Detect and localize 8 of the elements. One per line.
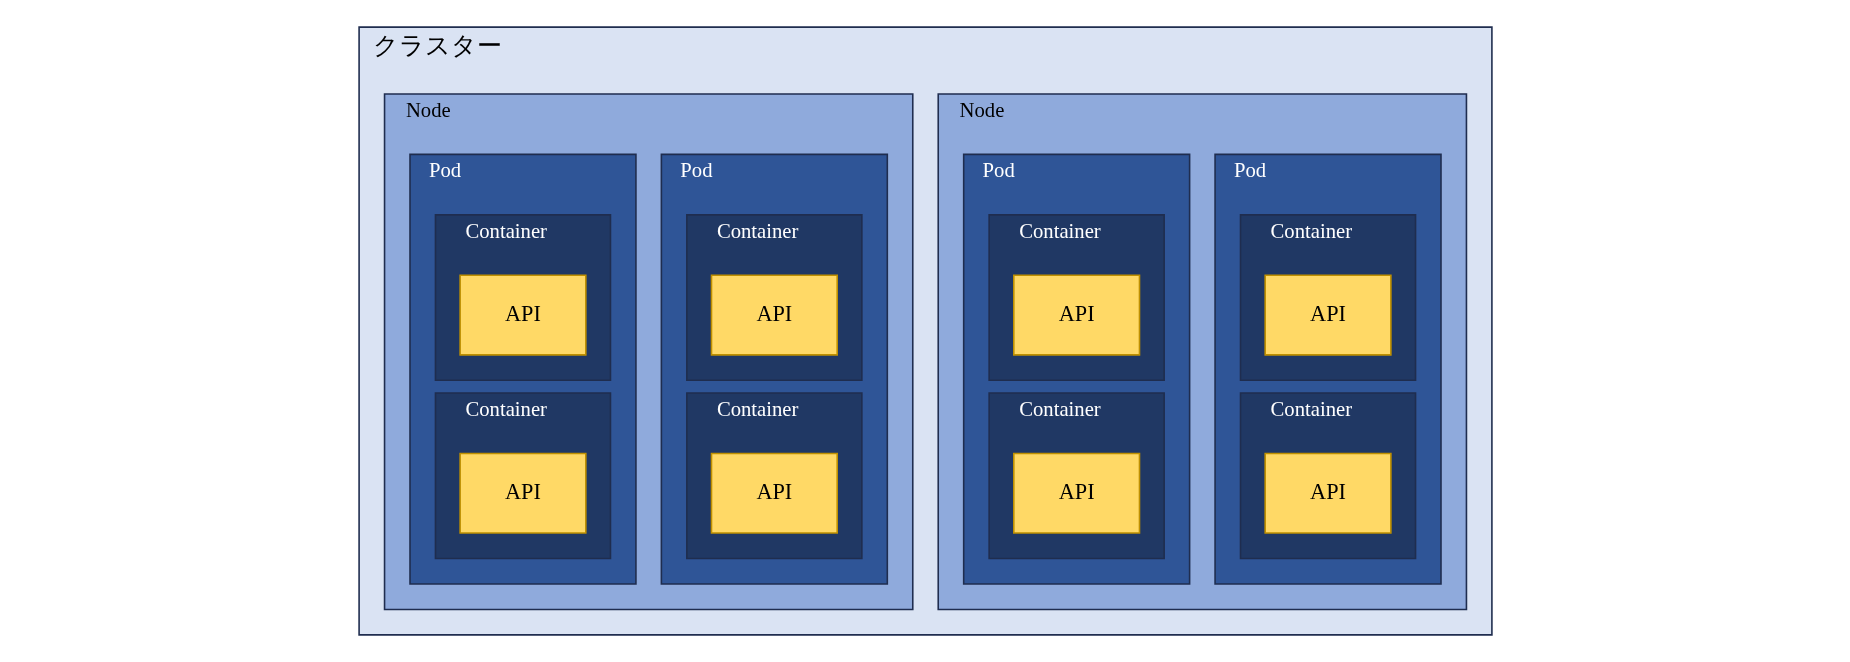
node-box: API bbox=[710, 452, 838, 534]
node-box: API bbox=[458, 452, 587, 534]
node-box: API bbox=[458, 274, 587, 356]
node-box: API bbox=[1012, 274, 1140, 356]
node-box: API bbox=[1263, 452, 1392, 534]
node-box: API bbox=[710, 274, 838, 356]
node-box: API bbox=[1263, 274, 1392, 356]
node-box: API bbox=[1012, 452, 1140, 534]
